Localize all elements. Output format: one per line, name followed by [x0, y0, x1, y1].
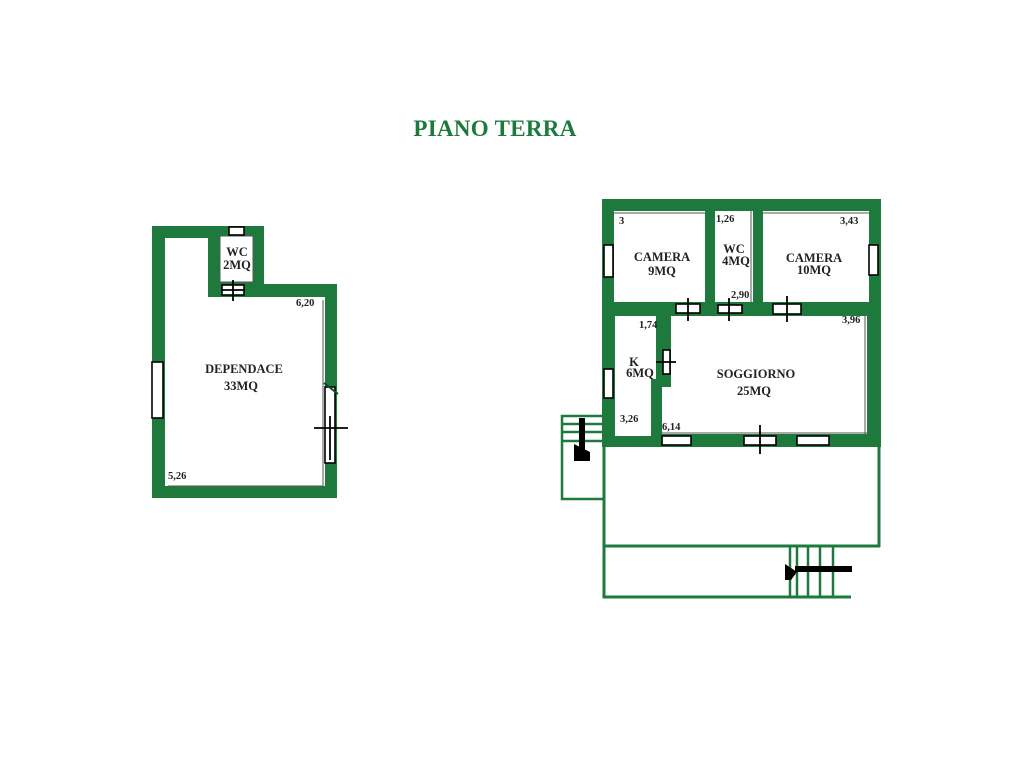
room-area: 2MQ: [223, 258, 251, 272]
room-area: 4MQ: [722, 254, 750, 268]
side-staircase: [560, 414, 603, 501]
dimension-label: 6,14: [662, 422, 681, 433]
door-wc: [221, 280, 245, 301]
room-area: 6MQ: [626, 366, 654, 380]
dimension-label: 3,43: [840, 216, 858, 227]
room-name: WC: [723, 242, 745, 256]
room-area: 25MQ: [737, 384, 771, 398]
door-camera-1: [675, 298, 701, 321]
room-soggiorno: [662, 316, 867, 434]
room-camera-1: [614, 211, 705, 302]
room-name: SOGGIORNO: [717, 367, 796, 381]
window: [228, 226, 245, 236]
door-wc: [717, 298, 743, 321]
window: [603, 244, 614, 278]
room-camera-2: [763, 211, 869, 302]
stair-arrow-icon: [795, 566, 852, 572]
dimension-label: 3,96: [842, 315, 860, 326]
dependance-building: WC 2MQ DEPENDACE 33MQ 6,20 5,26: [151, 226, 348, 498]
room-name: DEPENDACE: [205, 362, 283, 376]
main-house: CAMERA 9MQ 3 WC 4MQ 1,26 2,90 CAMERA 10M…: [602, 199, 881, 454]
window: [151, 361, 164, 419]
room-area: 10MQ: [797, 263, 831, 277]
front-staircase: [785, 546, 852, 597]
dimension-label: 6,20: [296, 298, 314, 309]
window: [603, 368, 614, 399]
window: [796, 435, 830, 446]
door-dependance-entrance: [314, 416, 348, 460]
dimension-label: 3: [619, 216, 624, 227]
window: [868, 244, 879, 276]
window: [661, 435, 692, 446]
page-title: PIANO TERRA: [413, 116, 577, 141]
dimension-label: 2,90: [731, 290, 749, 301]
door-camera-2: [772, 296, 802, 322]
dimension-label: 5,26: [168, 471, 186, 482]
stair-arrow-icon: [579, 418, 585, 452]
room-area: 9MQ: [648, 264, 676, 278]
door-kitchen: [656, 349, 676, 375]
room-name: CAMERA: [634, 250, 690, 264]
door-main-entrance: [743, 425, 777, 454]
room-name: WC: [226, 245, 248, 259]
room-name: CAMERA: [786, 251, 842, 265]
dimension-label: 3,26: [620, 414, 638, 425]
room-kitchen: [615, 316, 656, 436]
room-area: 33MQ: [224, 379, 258, 393]
room-name: K: [629, 355, 639, 369]
terrace: [602, 446, 881, 599]
dimension-label: 1,74: [639, 320, 658, 331]
dimension-label: 1,26: [716, 214, 734, 225]
room-wc: [715, 211, 753, 302]
